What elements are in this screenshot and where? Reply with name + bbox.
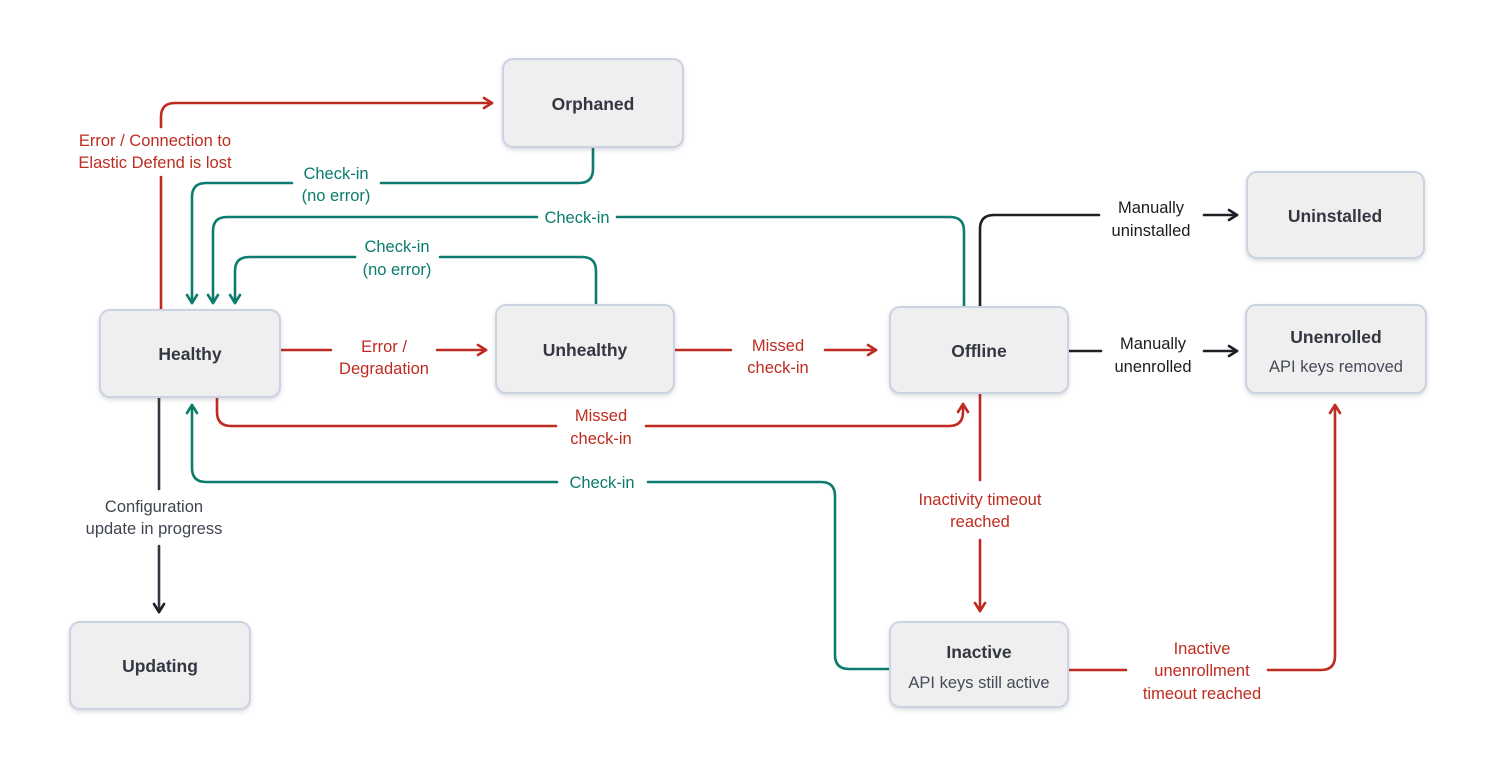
- edge-healthy-to-offline-line-b: [644, 402, 970, 428]
- edge-offline-to-uninstalled-label-line2: uninstalled: [1112, 222, 1191, 240]
- edge-inactive-to-healthy-line-a: [646, 480, 892, 671]
- edge-healthy-to-updating-label-line2: update in progress: [86, 520, 223, 538]
- edge-unhealthy-to-offline-label-line2: check-in: [747, 359, 808, 377]
- edge-healthy-to-orphaned-label-line1: Error / Connection to: [79, 132, 231, 150]
- edge-offline-to-inactive-label-line1: Inactivity timeout: [919, 491, 1042, 509]
- state-offline: Offline: [889, 306, 1069, 394]
- edge-offline-to-uninstalled-label-line1: Manually: [1118, 199, 1185, 217]
- state-healthy: Healthy: [99, 309, 281, 398]
- edge-orphaned-to-healthy-line-a: [379, 145, 595, 185]
- edge-inactive-to-healthy-label: Check-in: [569, 474, 634, 492]
- edge-healthy-to-unhealthy: Error / Degradation: [279, 338, 488, 378]
- edge-healthy-to-updating: Configuration update in progress: [86, 395, 223, 614]
- edge-unhealthy-to-healthy-label-line1: Check-in: [364, 238, 429, 256]
- state-box-offline: [889, 306, 1069, 394]
- state-uninstalled: Uninstalled: [1246, 171, 1425, 259]
- edge-healthy-to-offline-line-a: [215, 395, 558, 428]
- edge-offline-to-unenrolled-label-line1: Manually: [1120, 335, 1187, 353]
- edge-orphaned-to-healthy-line-b: [185, 181, 294, 305]
- edge-unhealthy-to-healthy-line-b: [228, 255, 357, 305]
- edge-offline-to-healthy-label: Check-in: [544, 209, 609, 227]
- edge-inactive-to-unenrolled: Inactive unenrollment timeout reached: [1066, 403, 1342, 703]
- edge-offline-to-inactive-label-line2: reached: [950, 513, 1010, 531]
- edge-healthy-to-unhealthy-label-line1: Error /: [361, 338, 407, 356]
- state-label-unenrolled: Unenrolled: [1290, 327, 1381, 347]
- state-inactive: Inactive API keys still active: [889, 621, 1069, 708]
- state-updating: Updating: [69, 621, 251, 710]
- edge-inactive-to-unenrolled-label-line2: unenrollment: [1154, 662, 1250, 680]
- edge-offline-to-healthy-line-a: [615, 215, 966, 309]
- edge-inactive-to-healthy: Check-in: [185, 403, 892, 671]
- state-label-orphaned: Orphaned: [552, 94, 635, 114]
- edge-orphaned-to-healthy-label-line1: Check-in: [303, 165, 368, 183]
- edge-inactive-to-healthy-line-b: [185, 403, 559, 484]
- state-unhealthy: Unhealthy: [495, 304, 675, 394]
- state-sublabel-inactive: API keys still active: [908, 674, 1049, 692]
- edge-unhealthy-to-offline-label-line1: Missed: [752, 337, 804, 355]
- edge-offline-to-uninstalled-line-a: [978, 213, 1101, 309]
- state-label-healthy: Healthy: [158, 344, 221, 364]
- edge-orphaned-to-healthy-label-line2: (no error): [302, 187, 371, 205]
- state-label-unhealthy: Unhealthy: [543, 340, 628, 360]
- edge-healthy-to-orphaned: Error / Connection to Elastic Defend is …: [78, 96, 494, 312]
- edge-inactive-to-unenrolled-line-b: [1266, 403, 1342, 672]
- edge-healthy-to-offline-label-line1: Missed: [575, 407, 627, 425]
- state-box-inactive: [889, 621, 1069, 708]
- edge-unhealthy-to-healthy: Check-in (no error): [228, 238, 598, 307]
- state-label-offline: Offline: [951, 341, 1007, 361]
- state-box-uninstalled: [1246, 171, 1425, 259]
- state-box-healthy: [99, 309, 281, 398]
- edge-inactive-to-unenrolled-label-line1: Inactive: [1174, 640, 1231, 658]
- state-unenrolled: Unenrolled API keys removed: [1245, 304, 1427, 394]
- edge-orphaned-to-healthy: Check-in (no error): [185, 145, 595, 305]
- state-box-updating: [69, 621, 251, 710]
- state-label-uninstalled: Uninstalled: [1288, 206, 1382, 226]
- state-label-inactive: Inactive: [946, 642, 1011, 662]
- state-box-unhealthy: [495, 304, 675, 394]
- edge-inactive-to-unenrolled-label-line3: timeout reached: [1143, 685, 1261, 703]
- edge-healthy-to-orphaned-line-b: [159, 96, 494, 129]
- edge-offline-to-healthy-line-b: [206, 215, 539, 305]
- edge-healthy-to-updating-label-line1: Configuration: [105, 498, 203, 516]
- edge-offline-to-unenrolled: Manually unenrolled: [1066, 335, 1239, 376]
- state-label-updating: Updating: [122, 656, 198, 676]
- edge-unhealthy-to-healthy-label-line2: (no error): [363, 261, 432, 279]
- edge-unhealthy-to-offline: Missed check-in: [672, 337, 878, 377]
- edge-offline-to-inactive: Inactivity timeout reached: [919, 391, 1042, 613]
- edge-healthy-to-offline-label-line2: check-in: [570, 430, 631, 448]
- edge-healthy-to-offline: Missed check-in: [215, 395, 970, 448]
- state-sublabel-unenrolled: API keys removed: [1269, 358, 1403, 376]
- state-orphaned: Orphaned: [502, 58, 684, 148]
- edge-healthy-to-unhealthy-label-line2: Degradation: [339, 360, 429, 378]
- edge-offline-to-unenrolled-label-line2: unenrolled: [1114, 358, 1191, 376]
- edge-offline-to-uninstalled: Manually uninstalled: [978, 199, 1239, 309]
- edge-healthy-to-orphaned-label-line2: Elastic Defend is lost: [78, 154, 232, 172]
- state-box-orphaned: [502, 58, 684, 148]
- edge-unhealthy-to-healthy-line-a: [438, 255, 598, 307]
- edge-offline-to-healthy: Check-in: [206, 209, 966, 309]
- state-box-unenrolled: [1245, 304, 1427, 394]
